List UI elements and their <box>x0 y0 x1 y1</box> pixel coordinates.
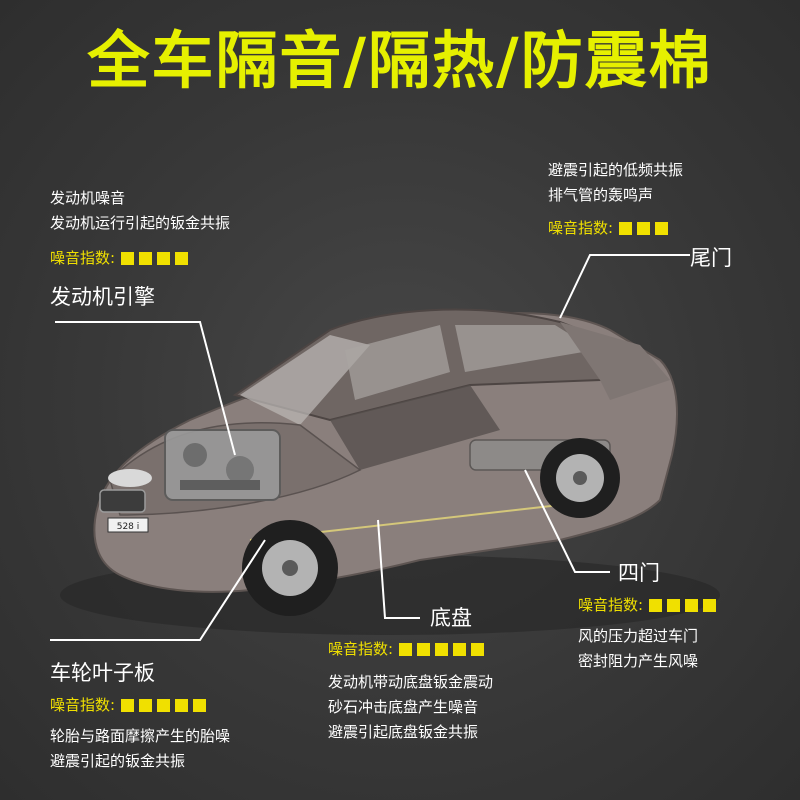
license-plate <box>107 517 149 533</box>
doors-desc-1: 风的压力超过车门 <box>578 627 699 645</box>
noise-square <box>157 251 171 265</box>
rear-wheel <box>540 438 620 518</box>
doors-desc-2: 密封阻力产生风噪 <box>578 652 699 670</box>
noise-square <box>193 698 207 712</box>
front-wheel <box>242 520 338 616</box>
car-windshield <box>240 335 370 425</box>
noise-squares <box>121 251 189 265</box>
noise-squares <box>649 598 717 612</box>
noise-square <box>685 598 699 612</box>
noise-label: 噪音指数: <box>50 696 116 714</box>
noise-square <box>655 221 669 235</box>
fender-desc-1: 轮胎与路面摩擦产生的胎噪 <box>50 727 231 745</box>
noise-square <box>453 642 467 656</box>
noise-square <box>175 698 189 712</box>
noise-square <box>471 642 485 656</box>
chassis-desc-1: 发动机带动底盘钣金震动 <box>328 673 494 691</box>
noise-square <box>121 251 135 265</box>
chassis-desc-2: 砂石冲击底盘产生噪音 <box>328 698 479 716</box>
engine-desc-2: 发动机运行引起的钣金共振 <box>50 214 231 232</box>
plate-text: 528 i <box>117 522 140 532</box>
trunk-name: 尾门 <box>690 246 732 270</box>
chassis-name: 底盘 <box>430 606 472 630</box>
fender-name: 车轮叶子板 <box>50 661 155 685</box>
noise-label: 噪音指数: <box>328 640 394 658</box>
engine-desc-1: 发动机噪音 <box>50 189 126 207</box>
noise-square <box>417 642 431 656</box>
chassis-noise-index: 噪音指数: <box>328 640 485 658</box>
trunk-noise-index: 噪音指数: <box>548 219 669 237</box>
callout-line-doors <box>524 469 610 573</box>
noise-square <box>435 642 449 656</box>
noise-label: 噪音指数: <box>50 249 116 267</box>
callout-line-chassis <box>377 519 420 619</box>
callout-line-engine <box>55 321 236 456</box>
noise-square <box>649 598 663 612</box>
car-window-front <box>345 325 450 400</box>
car-interior <box>330 385 500 470</box>
engine-noise-index: 噪音指数: <box>50 249 189 267</box>
noise-square <box>703 598 717 612</box>
fender-desc-2: 避震引起的钣金共振 <box>50 752 186 770</box>
callout-line-fender <box>50 539 266 641</box>
noise-square <box>399 642 413 656</box>
page-title: 全车隔音/隔热/防震棉 <box>87 24 713 97</box>
noise-label: 噪音指数: <box>548 219 614 237</box>
car-window-rear <box>455 325 595 372</box>
callout-line-trunk <box>559 254 690 319</box>
doors-name: 四门 <box>618 561 660 585</box>
noise-square <box>139 698 153 712</box>
noise-square <box>175 251 189 265</box>
engine-name: 发动机引擎 <box>50 285 155 309</box>
noise-square <box>139 251 153 265</box>
car-grille <box>99 489 146 513</box>
car-trunk <box>560 322 670 400</box>
noise-square <box>667 598 681 612</box>
doors-noise-index: 噪音指数: <box>578 596 717 614</box>
noise-squares <box>619 221 669 235</box>
trunk-desc-2: 排气管的轰鸣声 <box>548 186 654 204</box>
noise-square <box>619 221 633 235</box>
noise-square <box>157 698 171 712</box>
noise-squares <box>121 698 207 712</box>
chassis-desc-3: 避震引起底盘钣金共振 <box>328 723 479 741</box>
noise-label: 噪音指数: <box>578 596 644 614</box>
noise-square <box>637 221 651 235</box>
noise-squares <box>399 642 485 656</box>
trunk-desc-1: 避震引起的低频共振 <box>548 161 684 179</box>
noise-square <box>121 698 135 712</box>
fender-noise-index: 噪音指数: <box>50 696 207 714</box>
